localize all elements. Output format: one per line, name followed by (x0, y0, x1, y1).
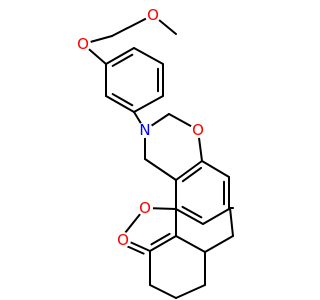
bond-line (175, 160, 203, 181)
svg-text:O: O (139, 199, 151, 217)
double-bond-line (111, 53, 134, 67)
bond-line (175, 284, 206, 299)
bond-line (175, 235, 206, 253)
svg-text:O: O (147, 6, 159, 24)
bond-layer (82, 14, 234, 299)
bond-line (133, 95, 164, 113)
atom-label-layer: O O N O O O (75, 6, 206, 249)
svg-text:O: O (192, 121, 204, 139)
bond-line (201, 160, 230, 178)
oxazine-oxygen: O (190, 121, 206, 139)
bond-line (229, 207, 234, 237)
bond-line (204, 235, 234, 253)
bond-line (105, 95, 135, 113)
oxazine-nitrogen: N (137, 121, 153, 139)
dioxole-oxygen-top: O (145, 6, 161, 24)
double-bond-line (181, 166, 203, 183)
bond-line (105, 47, 135, 65)
molecule-diagram: O O N O O O (75, 6, 234, 299)
double-bond-line (111, 93, 134, 107)
dioxole-oxygen-bottom: O (75, 35, 91, 53)
bond-line (133, 47, 164, 65)
carbonyl-oxygen: O (115, 231, 131, 249)
bond-line (149, 284, 177, 299)
bond-line (144, 158, 177, 181)
svg-text:N: N (139, 121, 150, 139)
bond-line (149, 235, 177, 252)
svg-text:O: O (117, 231, 129, 249)
lactone-ring-oxygen: O (137, 199, 153, 217)
double-bond-line (181, 205, 203, 219)
bond-line (202, 208, 230, 225)
svg-text:O: O (77, 35, 89, 53)
double-bond-line (150, 232, 171, 246)
bond-line (175, 208, 204, 225)
